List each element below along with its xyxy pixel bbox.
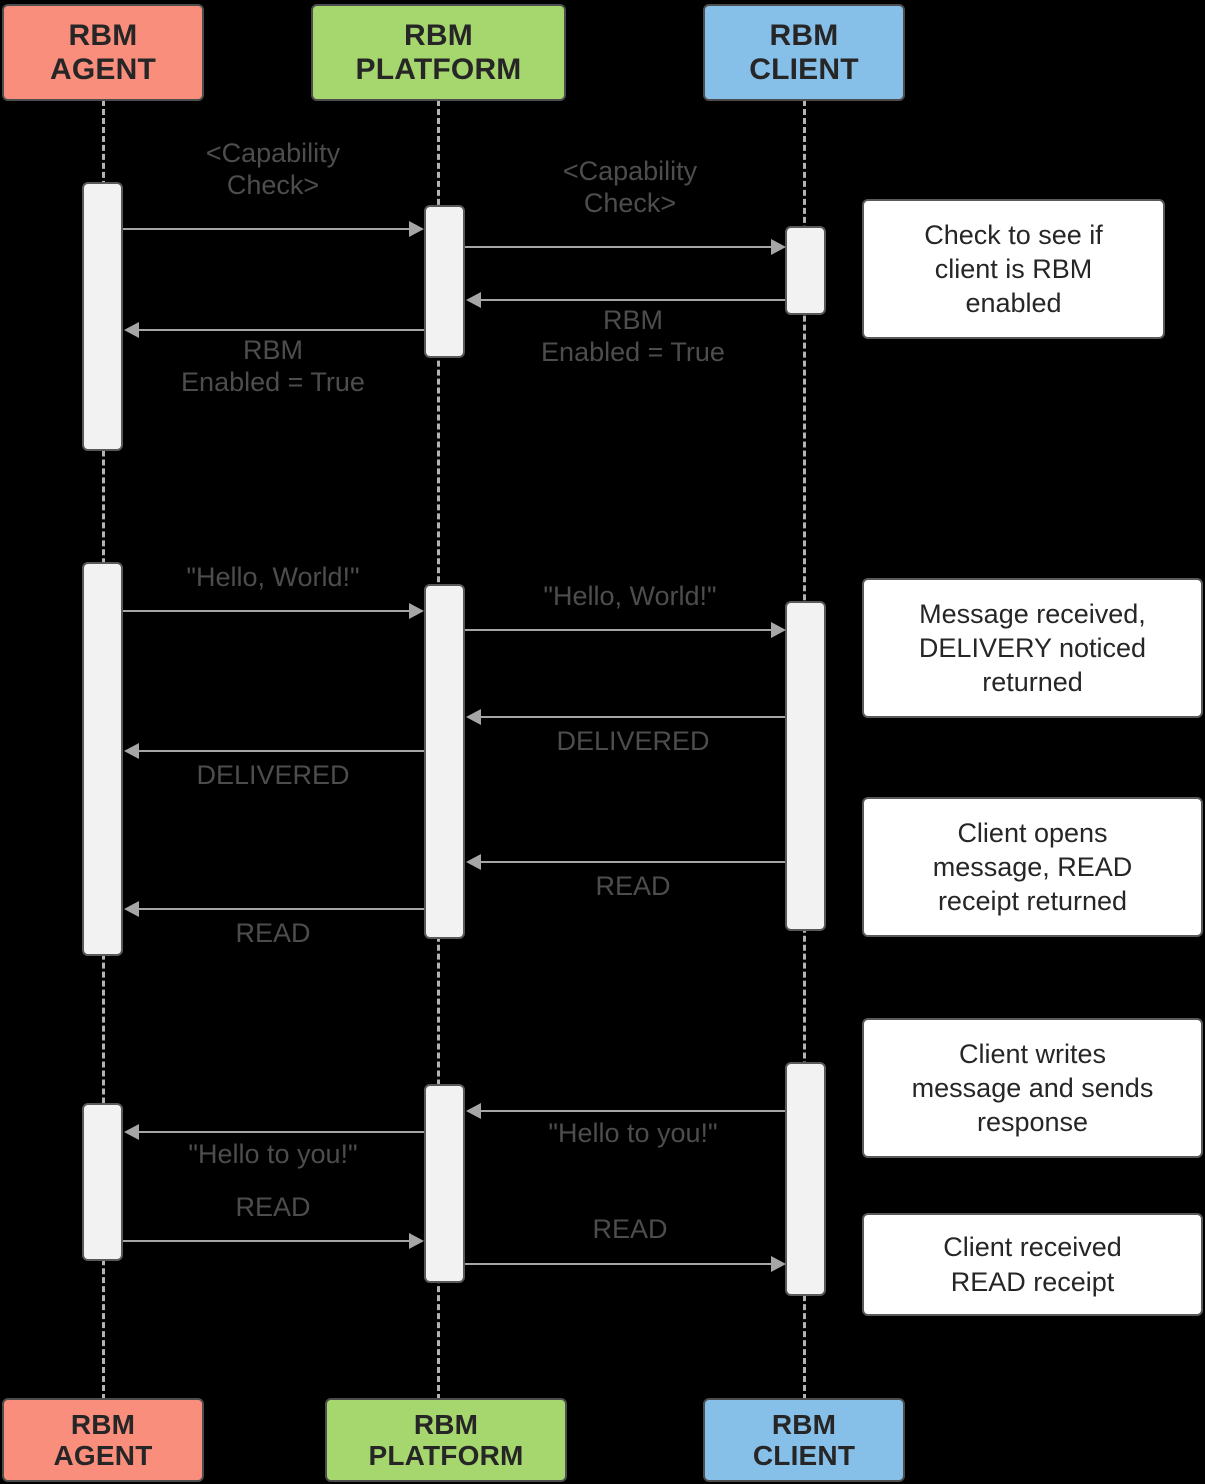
message-line-10 [138,908,424,910]
message-line-3 [480,299,785,301]
message-label-12: "Hello to you!" [188,1139,358,1169]
note-capability-check-text: Check to see if client is RBM enabled [924,219,1103,318]
note-client-received-read-text: Client received READ receipt [943,1232,1122,1297]
message-arrowhead-14 [771,1256,786,1272]
participant-footer-platform-label: RBM PLATFORM [368,1408,524,1471]
message-arrowhead-10 [124,901,139,917]
message-label-1: <Capability Check> [205,138,341,200]
message-label-3: RBM Enabled = True [541,305,725,367]
message-arrowhead-5 [409,603,424,619]
participant-footer-platform[interactable]: RBM PLATFORM [325,1398,567,1482]
message-arrowhead-12 [124,1124,139,1140]
message-line-9 [480,861,785,863]
note-client-opens-message: Client opens message, READ receipt retur… [862,797,1203,937]
activation-platform-2 [424,584,465,939]
message-label-2: <Capability Check> [562,156,698,218]
participant-footer-agent-label: RBM AGENT [53,1408,153,1471]
message-line-8 [138,750,424,752]
message-arrowhead-6 [771,622,786,638]
message-arrowhead-4 [124,322,139,338]
message-label-13: READ [235,1192,311,1222]
note-client-received-read: Client received READ receipt [862,1213,1203,1316]
message-arrowhead-8 [124,743,139,759]
participant-footer-agent[interactable]: RBM AGENT [2,1398,204,1482]
message-line-4 [138,329,424,331]
message-label-7: DELIVERED [556,726,710,756]
message-arrowhead-2 [771,239,786,255]
message-arrowhead-9 [466,854,481,870]
participant-header-agent-label: RBM AGENT [50,18,156,86]
message-arrowhead-1 [409,221,424,237]
activation-client-1 [785,226,826,315]
message-line-7 [480,716,785,718]
activation-client-3 [785,1062,826,1296]
message-label-9: READ [595,871,671,901]
note-client-writes-message: Client writes message and sends response [862,1018,1203,1158]
activation-platform-1 [424,205,465,358]
note-message-received-text: Message received, DELIVERY noticed retur… [918,598,1147,697]
message-label-5: "Hello, World!" [186,562,360,592]
participant-footer-client-label: RBM CLIENT [752,1408,856,1471]
note-message-received: Message received, DELIVERY noticed retur… [862,578,1203,718]
participant-header-client-label: RBM CLIENT [749,18,859,86]
message-label-4: RBM Enabled = True [181,335,365,397]
message-line-11 [480,1110,785,1112]
message-line-2 [465,246,775,248]
participant-header-agent[interactable]: RBM AGENT [2,4,204,101]
message-label-6: "Hello, World!" [543,581,717,611]
participant-header-client[interactable]: RBM CLIENT [703,4,905,101]
activation-agent-1 [82,182,123,451]
message-arrowhead-11 [466,1103,481,1119]
activation-client-2 [785,601,826,931]
message-arrowhead-13 [409,1233,424,1249]
message-line-13 [123,1240,412,1242]
message-line-6 [465,629,775,631]
message-line-5 [123,610,412,612]
participant-footer-client[interactable]: RBM CLIENT [703,1398,905,1482]
participant-header-platform[interactable]: RBM PLATFORM [311,4,566,101]
note-client-writes-message-text: Client writes message and sends response [911,1038,1154,1137]
message-line-12 [138,1131,424,1133]
activation-agent-2 [82,562,123,956]
message-label-11: "Hello to you!" [548,1118,718,1148]
participant-header-platform-label: RBM PLATFORM [355,18,522,86]
note-capability-check: Check to see if client is RBM enabled [862,199,1165,339]
message-line-14 [465,1263,775,1265]
message-arrowhead-7 [466,709,481,725]
note-client-opens-message-text: Client opens message, READ receipt retur… [932,817,1133,916]
message-label-14: READ [592,1214,668,1244]
activation-agent-3 [82,1103,123,1261]
message-arrowhead-3 [466,292,481,308]
message-line-1 [123,228,412,230]
message-label-8: DELIVERED [196,760,350,790]
message-label-10: READ [235,918,311,948]
activation-platform-3 [424,1084,465,1283]
